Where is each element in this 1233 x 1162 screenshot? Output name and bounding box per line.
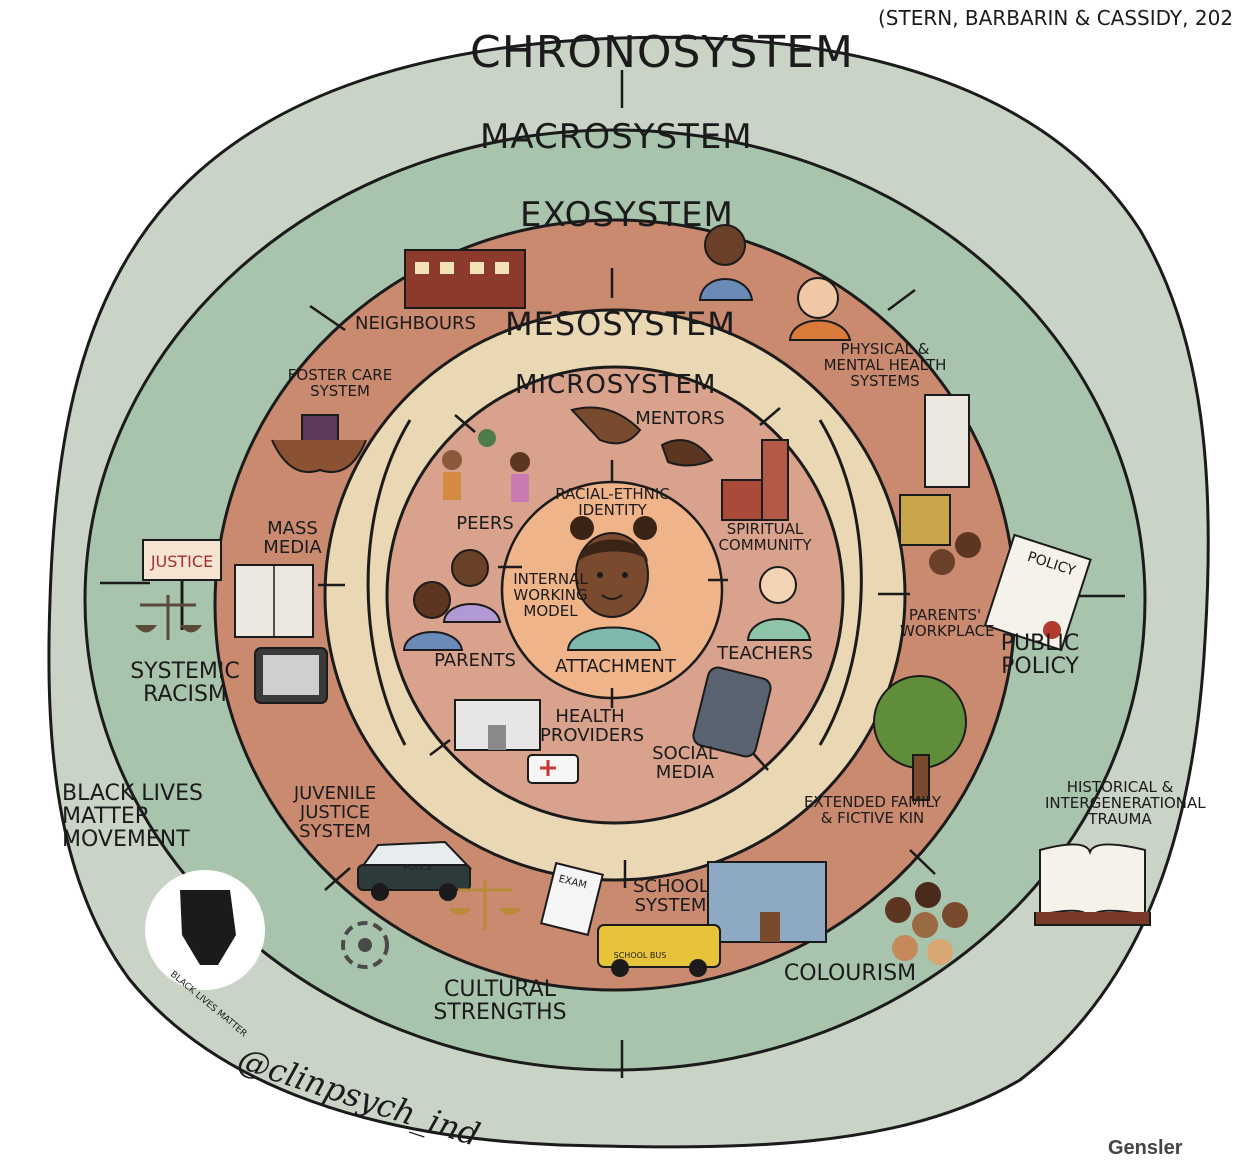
justice-sign-icon: JUSTICE <box>142 539 222 630</box>
meso-arrow-left <box>366 419 412 746</box>
foster-care-icon <box>271 414 367 473</box>
internal-working-model-label: INTERNAL WORKING MODEL <box>513 570 588 620</box>
mass-media-label: MASS MEDIA <box>263 518 322 558</box>
foster-care-label: FOSTER CARE SYSTEM <box>287 366 393 400</box>
exam-paper-icon: EXAM <box>540 861 604 937</box>
police-car-icon: POLICE <box>357 840 473 901</box>
phone-icon <box>692 666 772 758</box>
blm-movement-label: BLACK LIVES MATTER MOVEMENT <box>62 781 203 853</box>
elder-icon <box>788 277 852 341</box>
church-icon <box>721 439 789 521</box>
chronosystem-title: CHRONOSYSTEM <box>470 27 854 78</box>
extended-family-label: EXTENDED FAMILY & FICTIVE KIN <box>803 793 942 827</box>
meso-arrow-right <box>818 419 863 746</box>
spiritual-community-label: SPIRITUAL COMMUNITY <box>718 520 812 554</box>
television-icon <box>254 647 328 704</box>
child-figure <box>566 516 662 651</box>
attachment-label: ATTACHMENT <box>555 656 676 677</box>
book-icon <box>1034 843 1151 926</box>
gold-scales-icon <box>448 880 522 930</box>
public-policy-label: PUBLIC POLICY <box>1000 631 1080 680</box>
skin-tones-icon <box>885 882 968 965</box>
doctor-icon <box>698 224 754 301</box>
peers-icon <box>442 429 530 502</box>
neighbours-label: NEIGHBOURS <box>355 313 476 334</box>
historical-trauma-label: HISTORICAL & INTERGENERATIONAL TRAUMA <box>1045 778 1206 828</box>
parents-label: PARENTS <box>434 650 516 671</box>
peers-label: PEERS <box>456 513 514 534</box>
connector-arrows <box>100 70 1125 1078</box>
justice-sign-text: JUSTICE <box>150 552 213 571</box>
juvenile-justice-label: JUVENILE JUSTICE SYSTEM <box>293 783 377 842</box>
cultural-strengths-label: CULTURAL STRENGTHS <box>433 977 567 1026</box>
health-providers-label: HEALTH PROVIDERS <box>540 706 645 746</box>
health-systems-label: PHYSICAL & MENTAL HEALTH SYSTEMS <box>823 340 947 390</box>
social-media-label: SOCIAL MEDIA <box>652 743 718 783</box>
workplace-parents-icon <box>929 532 981 575</box>
mesosystem-title: MESOSYSTEM <box>505 305 736 343</box>
scales-icon <box>135 595 202 640</box>
teacher-icon <box>746 566 812 641</box>
school-system-label: SCHOOL SYSTEM <box>633 876 709 916</box>
parents-icon <box>402 549 502 651</box>
school-building-icon <box>707 861 827 943</box>
cultural-strengths-icon <box>341 921 389 969</box>
macrosystem-title: MACROSYSTEM <box>480 117 753 157</box>
school-bus-text: SCHOOL BUS <box>614 951 667 960</box>
systemic-racism-label: SYSTEMIC RACISM <box>130 659 240 708</box>
family-tree-icon <box>873 675 967 801</box>
policy-document-icon: POLICY <box>983 533 1092 652</box>
hands-mentors-icon <box>570 406 714 467</box>
parents-workplace-label: PARENTS' WORKPLACE <box>900 606 995 640</box>
mentors-label: MENTORS <box>635 408 725 429</box>
school-bus-icon: SCHOOL BUS <box>597 924 721 977</box>
teachers-label: TEACHERS <box>717 643 813 664</box>
office-building-icon <box>899 394 970 546</box>
microsystem-title: MICROSYSTEM <box>515 370 717 400</box>
police-text: POLICE <box>404 863 433 872</box>
exosystem-title: EXOSYSTEM <box>520 195 734 235</box>
houses-icon <box>404 249 526 309</box>
ambulance-icon <box>527 754 579 784</box>
racial-ethnic-identity-label: RACIAL-ETHNIC IDENTITY <box>555 485 670 519</box>
citation: (STERN, BARBARIN & CASSIDY, 202 <box>878 6 1233 30</box>
watermark: Gensler <box>1108 1137 1183 1159</box>
colourism-label: COLOURISM <box>783 961 917 986</box>
newspaper-icon <box>234 564 314 638</box>
hospital-icon <box>454 699 541 751</box>
